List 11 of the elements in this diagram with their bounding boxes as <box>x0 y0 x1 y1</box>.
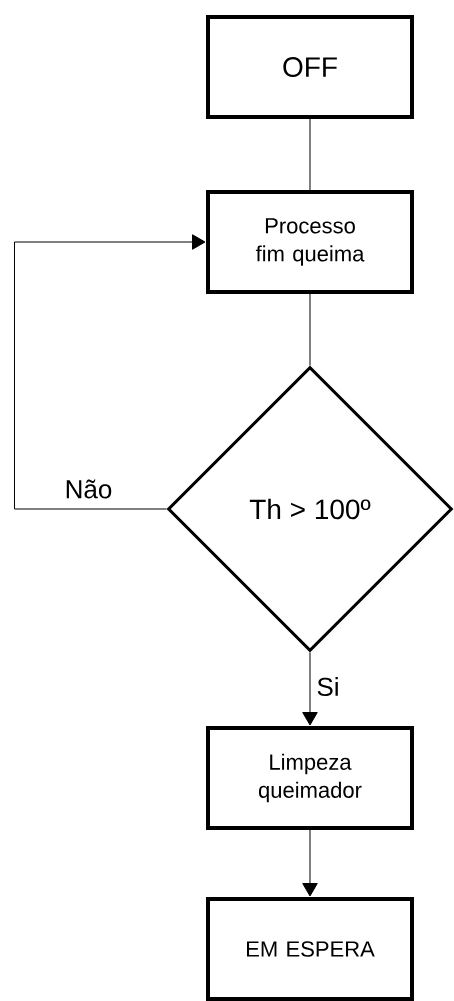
edge-label: Não <box>63 478 114 500</box>
process-box: EM ESPERA <box>206 897 414 1001</box>
connector-line <box>309 293 311 366</box>
arrow <box>14 234 206 510</box>
arrow <box>302 652 318 726</box>
edge-label: Si <box>315 675 341 698</box>
process-box: Processo fim queima <box>206 190 414 294</box>
connector-line <box>309 118 311 191</box>
process-box: OFF <box>206 15 414 119</box>
process-box: Limpeza queimador <box>206 726 414 830</box>
arrow <box>302 829 318 897</box>
